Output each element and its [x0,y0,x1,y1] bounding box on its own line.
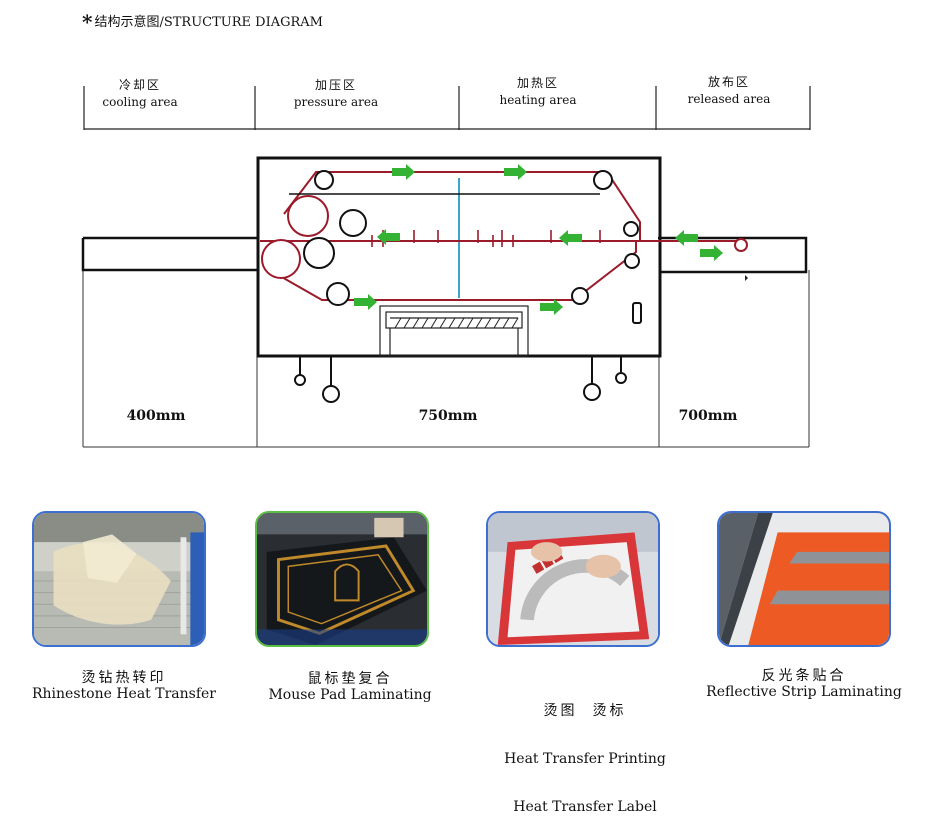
caption-en: Reflective Strip Laminating [706,684,902,700]
control-slot [632,302,642,324]
caption-zh: 烫钻热转印 [81,670,167,686]
area-zh: 加压区 [314,78,357,92]
machine-diagram [81,86,811,448]
area-zh: 放布区 [707,75,750,89]
caption-rhinestone: 烫钻热转印 Rhinestone Heat Transfer [14,670,234,702]
caption-en: Heat Transfer Printing [504,751,666,767]
casters [294,357,627,403]
area-en: cooling area [102,95,178,109]
photo-rhinestone [32,511,206,647]
area-en: pressure area [293,95,379,109]
caption-reflective-strip: 反光条贴合 Reflective Strip Laminating [694,668,914,700]
rollers [261,170,748,306]
area-label-pressure: 加压区 pressure area [291,77,381,111]
caption-en: Rhinestone Heat Transfer [32,686,216,702]
caption-heat-transfer: 烫图 烫标 Heat Transfer Printing Heat Transf… [475,671,695,831]
title-text: 结构示意图/STRUCTURE DIAGRAM [94,15,323,30]
area-divider-bar [83,86,811,130]
photo-reflective-strip [717,511,891,647]
area-en: heating area [499,93,577,107]
area-label-released: 放布区 released area [683,74,775,108]
tick-marks [371,230,601,247]
caption-zh: 烫图 烫标 [543,703,627,719]
side-tables [81,236,808,274]
area-zh: 冷却区 [118,78,161,92]
photo-heat-transfer: ■■■ [486,511,660,647]
page-title: *结构示意图/STRUCTURE DIAGRAM [82,10,323,34]
caption-en-2: Heat Transfer Label [513,799,657,815]
photo-mouse-pad [255,511,429,647]
base-frame [82,270,810,448]
area-label-cooling: 冷却区 cooling area [95,77,185,111]
dimension-release: 700mm [678,408,738,424]
area-en: released area [687,92,771,106]
caption-zh: 反光条贴合 [761,668,847,684]
platen-hatching [394,317,519,329]
heating-platen [379,305,529,357]
area-zh: 加热区 [516,76,559,90]
caption-en: Mouse Pad Laminating [268,687,432,703]
caption-zh: 鼠标垫复合 [307,671,393,687]
area-label-heating: 加热区 heating area [493,75,583,109]
dimension-cooling: 400mm [126,408,186,424]
dimension-main: 750mm [418,408,478,424]
title-star: * [82,10,93,34]
small-marker [745,275,748,281]
direction-arrows [354,164,723,315]
caption-mouse-pad: 鼠标垫复合 Mouse Pad Laminating [240,671,460,703]
